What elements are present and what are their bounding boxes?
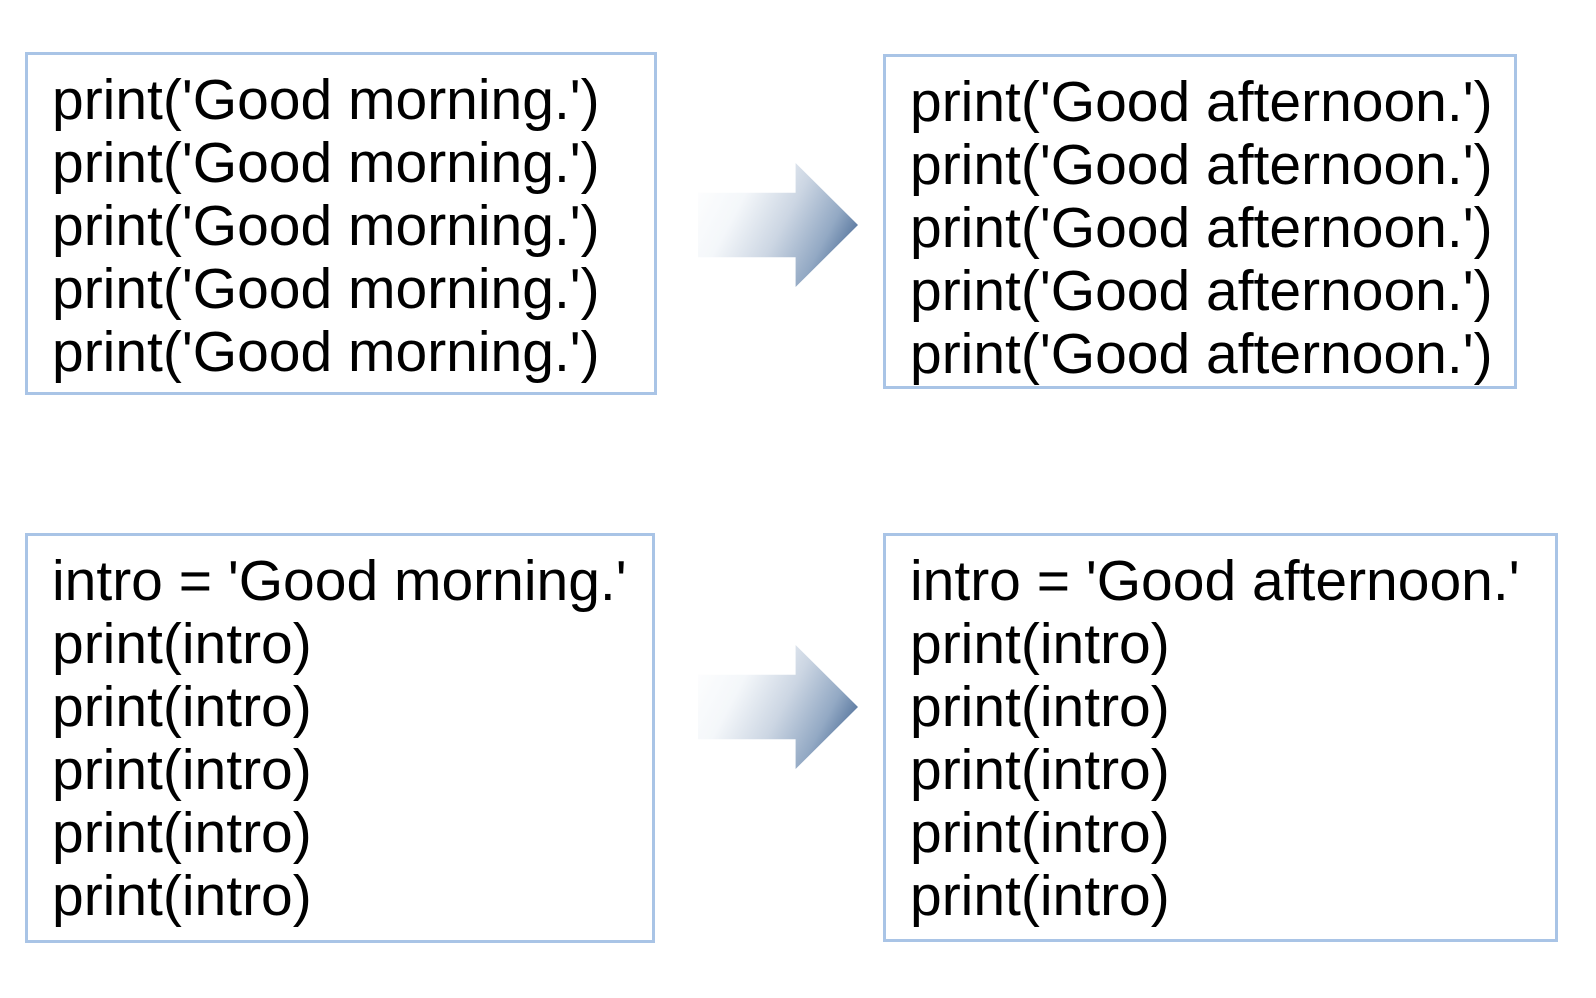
code-line: print('Good afternoon.') <box>910 133 1493 197</box>
code-line: intro = 'Good afternoon.' <box>910 549 1520 613</box>
code-line: print('Good morning.') <box>52 68 600 132</box>
code-line: print('Good afternoon.') <box>910 70 1493 134</box>
code-line: print('Good afternoon.') <box>910 196 1493 260</box>
code-box-afternoon-literals: print('Good afternoon.') print('Good aft… <box>883 54 1517 389</box>
code-line: print('Good morning.') <box>52 131 600 195</box>
code-line: print(intro) <box>52 801 312 865</box>
code-line: print(intro) <box>910 738 1170 802</box>
code-line: intro = 'Good morning.' <box>52 549 627 613</box>
right-arrow-icon <box>698 163 858 287</box>
code-line: print(intro) <box>910 675 1170 739</box>
code-box-afternoon-variable: intro = 'Good afternoon.' print(intro) p… <box>883 533 1558 942</box>
code-line: print(intro) <box>52 738 312 802</box>
code-line: print('Good afternoon.') <box>910 322 1493 386</box>
code-line: print('Good morning.') <box>52 194 600 258</box>
code-line: print(intro) <box>52 675 312 739</box>
code-line: print(intro) <box>52 612 312 676</box>
right-arrow-icon <box>698 645 858 769</box>
code-line: print(intro) <box>910 612 1170 676</box>
code-line: print(intro) <box>910 801 1170 865</box>
code-line: print(intro) <box>910 864 1170 928</box>
code-box-morning-variable: intro = 'Good morning.' print(intro) pri… <box>25 533 655 943</box>
code-box-morning-literals: print('Good morning.') print('Good morni… <box>25 52 657 395</box>
code-line: print(intro) <box>52 864 312 928</box>
code-line: print('Good morning.') <box>52 320 600 384</box>
code-line: print('Good afternoon.') <box>910 259 1493 323</box>
code-line: print('Good morning.') <box>52 257 600 321</box>
